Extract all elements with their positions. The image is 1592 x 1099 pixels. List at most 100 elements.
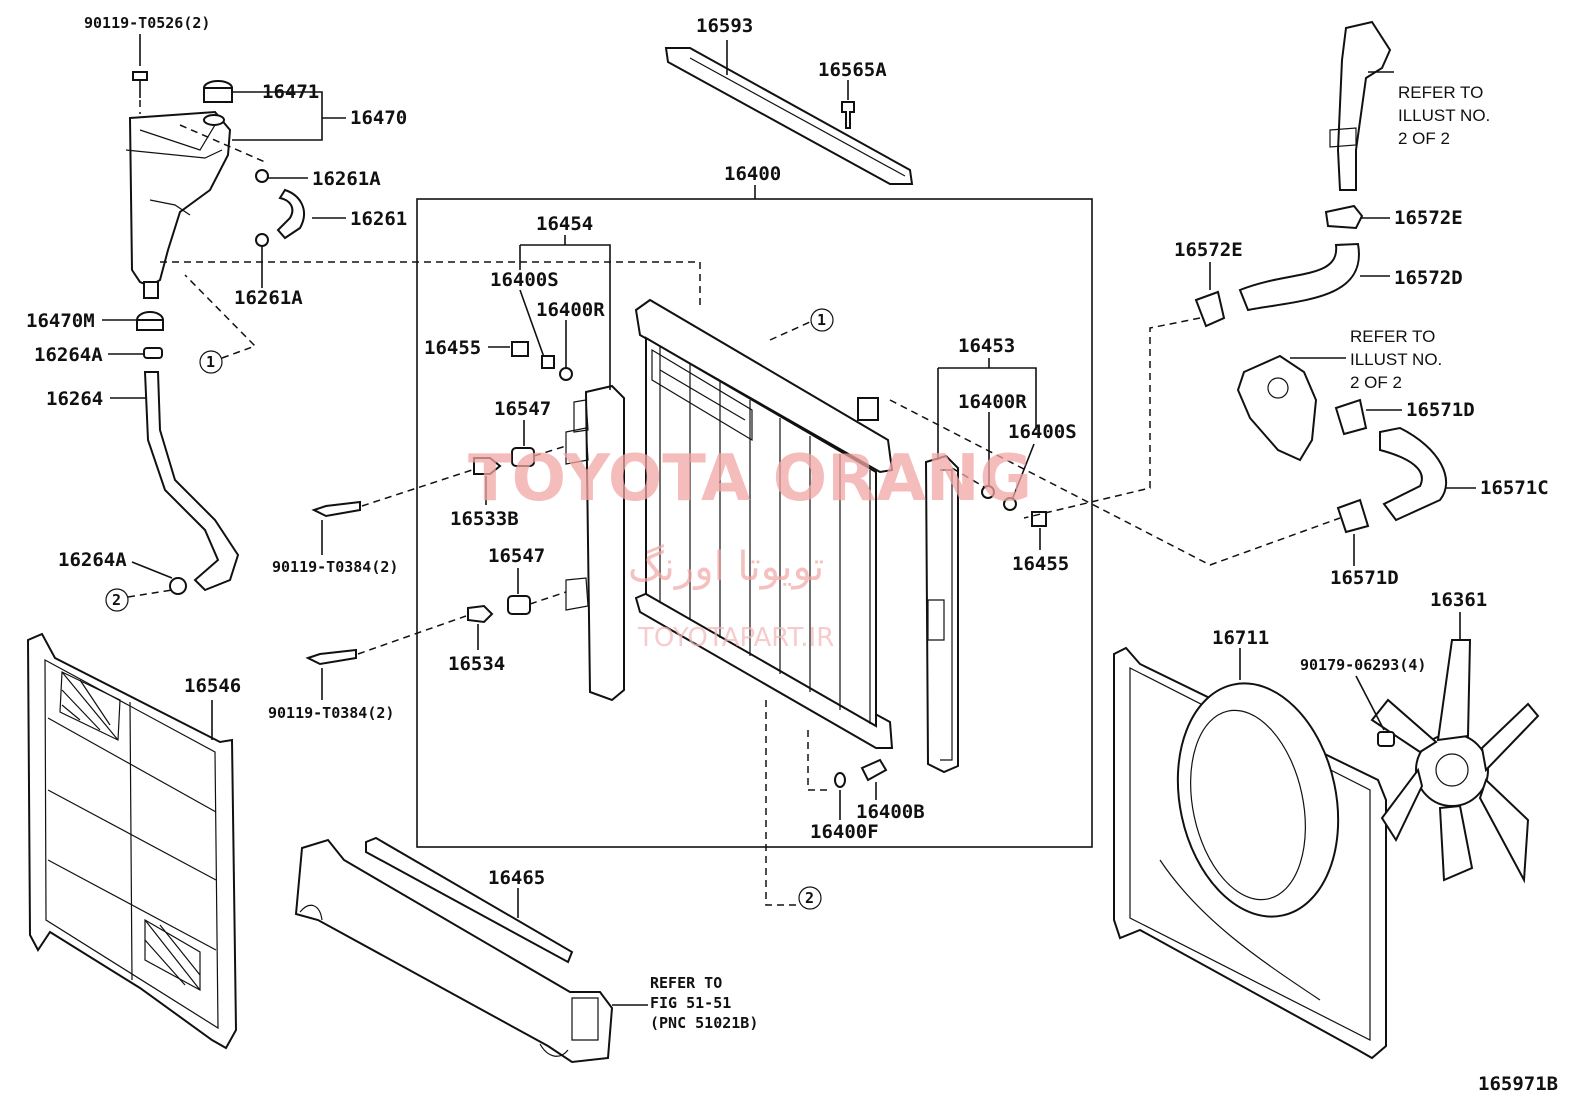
watermark: TOYOTA ORANG تویوتا اورنگ TOYOTAPART.IR bbox=[468, 442, 1032, 653]
label-16264: 16264 bbox=[46, 388, 103, 410]
svg-text:ILLUST NO.: ILLUST NO. bbox=[1398, 106, 1490, 125]
callout-1-left-number: 1 bbox=[206, 353, 215, 371]
svg-text:REFER TO: REFER TO bbox=[1350, 327, 1435, 346]
label-90119-T0384-bottom: 90119-T0384(2) bbox=[268, 704, 394, 722]
clamp-16572E-left bbox=[1194, 290, 1226, 328]
label-16572E-left: 16572E bbox=[1174, 239, 1243, 261]
label-16400: 16400 bbox=[724, 163, 781, 185]
label-16400R-left: 16400R bbox=[536, 299, 605, 321]
svg-text:FIG 51-51: FIG 51-51 bbox=[650, 994, 731, 1012]
clamp-16571D-top bbox=[1334, 398, 1368, 436]
mount-16547-top bbox=[511, 447, 535, 467]
label-16453: 16453 bbox=[958, 335, 1015, 357]
label-16454: 16454 bbox=[536, 213, 593, 235]
label-16470M: 16470M bbox=[26, 310, 95, 332]
grommet-16400S-right bbox=[1003, 497, 1017, 511]
hose-16571C bbox=[1379, 426, 1448, 522]
svg-text:2 OF 2: 2 OF 2 bbox=[1398, 129, 1450, 148]
callout-1-right-number: 1 bbox=[817, 311, 826, 329]
label-16400F: 16400F bbox=[810, 821, 879, 843]
svg-text:REFER TO: REFER TO bbox=[650, 974, 722, 992]
label-16572E-top: 16572E bbox=[1394, 207, 1463, 229]
label-16565A: 16565A bbox=[818, 59, 887, 81]
label-16571D-top: 16571D bbox=[1406, 399, 1475, 421]
bracket-16453 bbox=[924, 454, 959, 774]
svg-text:REFER TO: REFER TO bbox=[1398, 83, 1483, 102]
svg-text:2 OF 2: 2 OF 2 bbox=[1350, 373, 1402, 392]
svg-text:(PNC 51021B): (PNC 51021B) bbox=[650, 1014, 758, 1032]
watermark-brand: TOYOTA ORANG bbox=[468, 442, 1032, 516]
label-16400S-right: 16400S bbox=[1008, 421, 1077, 443]
lower-support-bracket bbox=[294, 838, 614, 1064]
label-16465: 16465 bbox=[488, 867, 545, 889]
shroud-16546 bbox=[26, 632, 238, 1050]
cooling-fan-16361 bbox=[1370, 639, 1540, 884]
callout-2-bottom bbox=[798, 886, 822, 910]
grommet-16400S-left bbox=[541, 355, 555, 369]
label-16547-top: 16547 bbox=[494, 398, 551, 420]
label-16261A-bottom: 16261A bbox=[234, 287, 303, 309]
grommet-16400R-right bbox=[981, 485, 995, 499]
grommet-16470M bbox=[136, 311, 164, 331]
label-16572D: 16572D bbox=[1394, 267, 1463, 289]
label-16264A-top: 16264A bbox=[34, 344, 103, 366]
refer-note-fig: REFER TO FIG 51-51 (PNC 51021B) bbox=[650, 974, 758, 1032]
radiator-16400 bbox=[634, 298, 894, 749]
watermark-url: TOYOTAPART.IR bbox=[637, 623, 834, 653]
callout-2-left bbox=[105, 588, 129, 612]
support-16593 bbox=[664, 47, 914, 185]
label-90179-06293: 90179-06293(4) bbox=[1300, 656, 1426, 674]
label-90119-T0526: 90119-T0526(2) bbox=[84, 14, 210, 32]
diagram-id: 165971B bbox=[1478, 1073, 1558, 1095]
water-outlet-pipe bbox=[1329, 20, 1392, 191]
clamp-16571D-bottom bbox=[1336, 498, 1370, 534]
refer-note-illust-top: REFER TO ILLUST NO. 2 OF 2 bbox=[1398, 83, 1490, 148]
bolt-90119-T0384-top bbox=[311, 500, 361, 518]
label-16261A-top: 16261A bbox=[312, 168, 381, 190]
label-16455-right: 16455 bbox=[1012, 553, 1069, 575]
water-inlet-housing bbox=[1236, 354, 1318, 462]
bushing-16534 bbox=[467, 604, 494, 624]
clip-16264A-top bbox=[143, 347, 163, 359]
label-16400R-right: 16400R bbox=[958, 391, 1027, 413]
clip-16261A-bottom bbox=[255, 233, 269, 247]
hose-16261 bbox=[276, 188, 305, 240]
seal-16465 bbox=[365, 836, 574, 964]
label-16361: 16361 bbox=[1430, 589, 1487, 611]
label-16264A-bottom: 16264A bbox=[58, 549, 127, 571]
label-16546: 16546 bbox=[184, 675, 241, 697]
callout-1-right bbox=[810, 308, 834, 332]
clip-16261A-top bbox=[255, 169, 269, 183]
drain-cock-16400B bbox=[860, 758, 888, 782]
label-90119-T0384-top: 90119-T0384(2) bbox=[272, 558, 398, 576]
label-16471: 16471 bbox=[262, 81, 319, 103]
bolt-16455-left bbox=[511, 341, 529, 357]
o-ring-16400F bbox=[834, 772, 846, 788]
grommet-16400R-left bbox=[559, 367, 573, 381]
label-16571C: 16571C bbox=[1480, 477, 1549, 499]
label-16711: 16711 bbox=[1212, 627, 1269, 649]
bushing-16533B bbox=[473, 457, 502, 475]
refer-note-illust-mid: REFER TO ILLUST NO. 2 OF 2 bbox=[1350, 327, 1442, 392]
part-labels: 90119-T0526(2) 16471 16470 16261A 16261 … bbox=[26, 14, 1558, 1095]
callout-2-bottom-number: 2 bbox=[805, 889, 814, 907]
clip-16565A bbox=[841, 101, 855, 129]
watermark-persian: تویوتا اورنگ bbox=[628, 544, 824, 590]
label-16547-bottom: 16547 bbox=[488, 545, 545, 567]
label-16534: 16534 bbox=[448, 653, 505, 675]
clamp-16572E-top bbox=[1324, 204, 1364, 230]
label-16400B: 16400B bbox=[856, 801, 925, 823]
label-16400S-left: 16400S bbox=[490, 269, 559, 291]
label-16261: 16261 bbox=[350, 208, 407, 230]
label-16470: 16470 bbox=[350, 107, 407, 129]
mount-16547-bottom bbox=[507, 595, 531, 615]
label-16455-left: 16455 bbox=[424, 337, 481, 359]
bolt-90119-T0384-bottom bbox=[305, 648, 357, 666]
hose-16572D bbox=[1238, 242, 1360, 312]
bracket-16454 bbox=[565, 384, 625, 702]
svg-text:ILLUST NO.: ILLUST NO. bbox=[1350, 350, 1442, 369]
clip-16264A-bottom bbox=[169, 577, 187, 595]
reservoir-tank bbox=[125, 80, 233, 299]
callout-2-left-number: 2 bbox=[112, 591, 121, 609]
